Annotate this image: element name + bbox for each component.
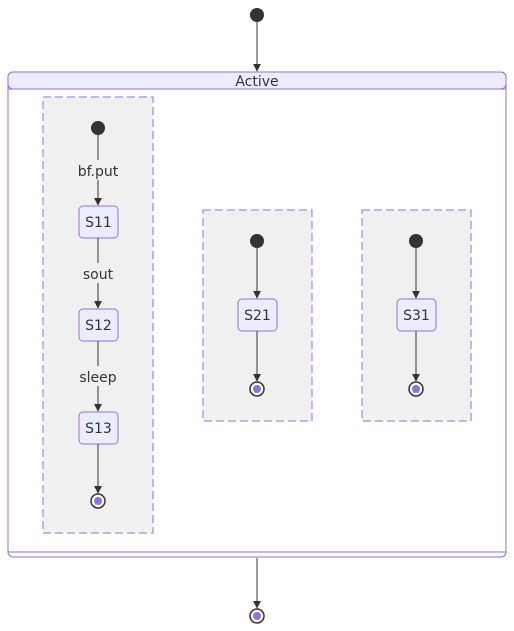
region-2-end-node [249,381,265,397]
region-3-start-node [409,234,423,248]
region-3-end-node [408,381,424,397]
edge-label-bg [78,263,118,283]
state-s11-label: S11 [85,215,112,231]
region-3: S31 [361,209,472,422]
region-1: bf.put S11 sout S12 sleep S13 [42,96,154,534]
region-1-start-node [91,121,105,135]
region-2-start-node [250,234,264,248]
edge-label-bg [76,366,120,386]
state-s21-label: S21 [244,308,271,324]
composite-state-title: Active [235,74,278,90]
region-2: S21 [202,209,313,422]
transition-label-sleep: sleep [79,370,116,386]
transition-label-sout: sout [83,267,114,283]
region-1-end-node [90,493,106,509]
edge-label-bg [72,160,124,180]
state-s13-label: S13 [85,421,112,437]
transition-label-bf-put: bf.put [78,164,119,180]
state-s31-label: S31 [403,308,430,324]
state-s12-label: S12 [85,318,112,334]
outer-end-node [249,608,265,624]
outer-start-node [250,8,264,22]
